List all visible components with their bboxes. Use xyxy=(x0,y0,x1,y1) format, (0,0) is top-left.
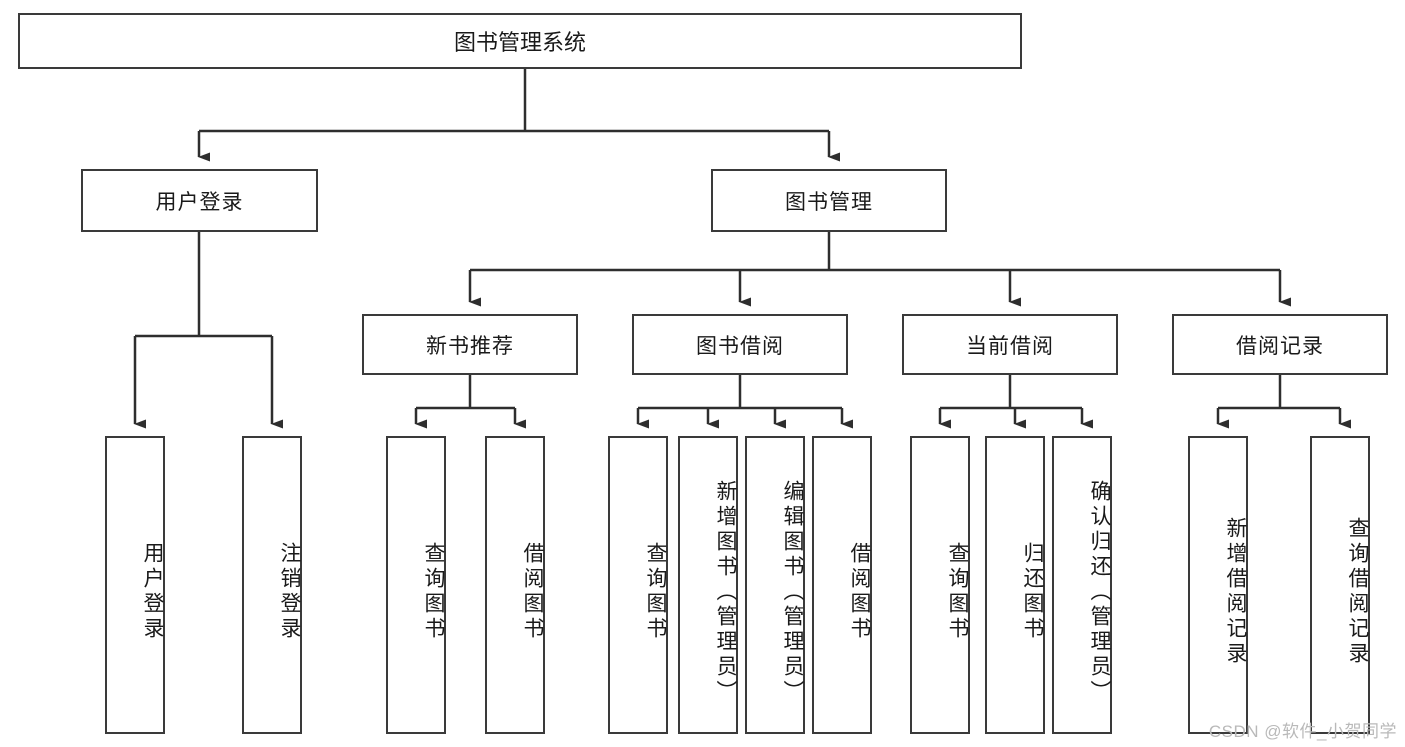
leaf-query-book-borrow[interactable]: 查询图书 xyxy=(608,436,668,734)
node-label: 借阅图书 xyxy=(521,542,544,642)
node-label: 查询借阅记录 xyxy=(1346,517,1369,667)
node-label: 图书管理 xyxy=(785,190,873,214)
leaf-edit-book[interactable]: 编辑图书（管理员） xyxy=(745,436,805,734)
node-user-login[interactable]: 用户登录 xyxy=(81,169,318,232)
node-book-borrowing[interactable]: 图书借阅 xyxy=(632,314,848,375)
leaf-query-book-cur[interactable]: 查询图书 xyxy=(910,436,970,734)
leaf-logout[interactable]: 注销登录 xyxy=(242,436,302,734)
node-label: 编辑图书（管理员） xyxy=(781,479,804,705)
leaf-user-login[interactable]: 用户登录 xyxy=(105,436,165,734)
node-label: 图书借阅 xyxy=(696,334,784,358)
leaf-borrow-book[interactable]: 借阅图书 xyxy=(812,436,872,734)
node-label: 新书推荐 xyxy=(426,334,514,358)
node-root-system[interactable]: 图书管理系统 xyxy=(18,13,1022,69)
leaf-add-record[interactable]: 新增借阅记录 xyxy=(1188,436,1248,734)
node-current-borrowing[interactable]: 当前借阅 xyxy=(902,314,1118,375)
node-label: 借阅记录 xyxy=(1236,334,1324,358)
node-borrow-record[interactable]: 借阅记录 xyxy=(1172,314,1388,375)
watermark: CSDN @软件_小贺同学 xyxy=(1208,722,1397,741)
leaf-borrow-book-rec[interactable]: 借阅图书 xyxy=(485,436,545,734)
node-label: 用户登录 xyxy=(141,542,164,642)
node-label: 借阅图书 xyxy=(848,542,871,642)
node-new-book-recommendation[interactable]: 新书推荐 xyxy=(362,314,578,375)
node-label: 查询图书 xyxy=(644,542,667,642)
leaf-add-book[interactable]: 新增图书（管理员） xyxy=(678,436,738,734)
node-label: 新增图书（管理员） xyxy=(714,479,737,705)
node-label: 查询图书 xyxy=(422,542,445,642)
node-label: 当前借阅 xyxy=(966,334,1054,358)
node-label: 确认归还（管理员） xyxy=(1088,479,1111,705)
node-label: 归还图书 xyxy=(1021,542,1044,642)
leaf-confirm-return[interactable]: 确认归还（管理员） xyxy=(1052,436,1112,734)
leaf-query-record[interactable]: 查询借阅记录 xyxy=(1310,436,1370,734)
node-label: 查询图书 xyxy=(946,542,969,642)
node-label: 用户登录 xyxy=(155,190,244,214)
leaf-return-book[interactable]: 归还图书 xyxy=(985,436,1045,734)
leaf-query-book-rec[interactable]: 查询图书 xyxy=(386,436,446,734)
node-label: 图书管理系统 xyxy=(453,30,586,55)
node-label: 注销登录 xyxy=(278,542,301,642)
node-label: 新增借阅记录 xyxy=(1224,517,1247,667)
node-book-management[interactable]: 图书管理 xyxy=(711,169,947,232)
